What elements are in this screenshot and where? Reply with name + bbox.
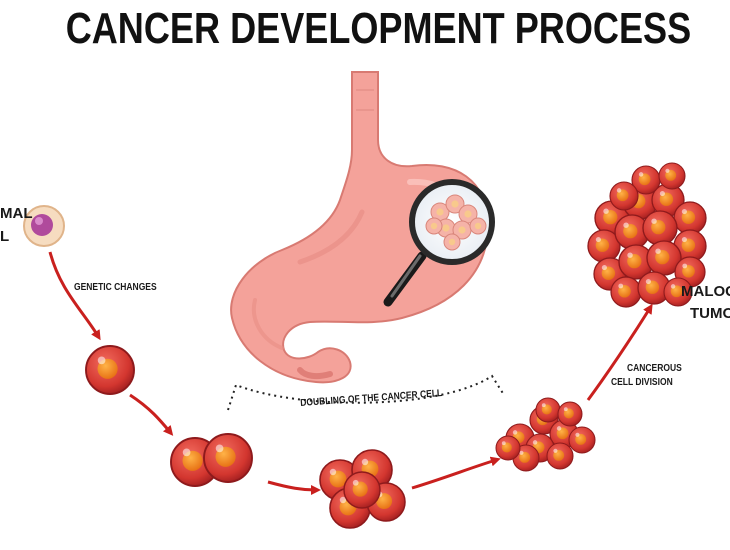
cancer-cell	[631, 165, 661, 195]
dividing-cell-cluster	[495, 397, 596, 472]
cancer-cell	[614, 214, 650, 250]
cancer-cell	[642, 210, 678, 246]
cancer-cell	[535, 397, 561, 423]
cancer-cell	[557, 401, 583, 427]
malignant-tumor-cluster	[587, 162, 707, 308]
normal-cell-label-line1: MAL	[0, 205, 33, 222]
cancer-cell	[637, 271, 671, 305]
genetic-changes-label: GENETIC CHANGES	[74, 282, 157, 293]
cancer-cell	[646, 240, 682, 276]
cancer-cell	[568, 426, 596, 454]
two-cancer-cells	[170, 433, 253, 487]
cancer-cell	[610, 276, 642, 308]
cancer-cell	[343, 471, 381, 509]
cancerous-label-line2: CELL DIVISION	[611, 377, 673, 388]
cancer-cell	[673, 201, 707, 235]
normal-cell-icon	[23, 205, 65, 247]
cancer-cell	[673, 229, 707, 263]
arrow-four-to-cluster	[411, 456, 501, 490]
four-cancer-cells	[319, 449, 406, 529]
cancer-cell	[663, 277, 693, 307]
cancer-cell	[618, 244, 654, 280]
doubling-bracket	[227, 374, 505, 411]
cancer-cell	[495, 435, 521, 461]
cancer-cell	[658, 162, 686, 190]
cancer-cell	[546, 442, 574, 470]
tumor-label-line1: MALOGI	[681, 283, 730, 300]
diagram-title: CANCER DEVELOPMENT PROCESS	[65, 4, 692, 53]
cancerous-label-line1: CANCEROUS	[627, 363, 682, 374]
process-arrows	[48, 251, 653, 495]
arrow-two-to-four	[267, 480, 321, 495]
arrow-cluster-to-tumor	[586, 303, 653, 401]
cancer-cell	[609, 181, 639, 211]
magnifying-glass-icon	[383, 179, 495, 307]
tumor-label-line2: TUMO	[690, 305, 730, 322]
arrow-normal-to-genetic	[48, 251, 101, 341]
cancer-cell	[587, 229, 621, 263]
single-cancer-cell	[85, 345, 135, 395]
cancer-cell	[85, 345, 135, 395]
arrow-cell-to-two	[129, 393, 174, 436]
cancer-cell	[203, 433, 253, 483]
normal-cell-label-line2: L	[0, 228, 10, 245]
